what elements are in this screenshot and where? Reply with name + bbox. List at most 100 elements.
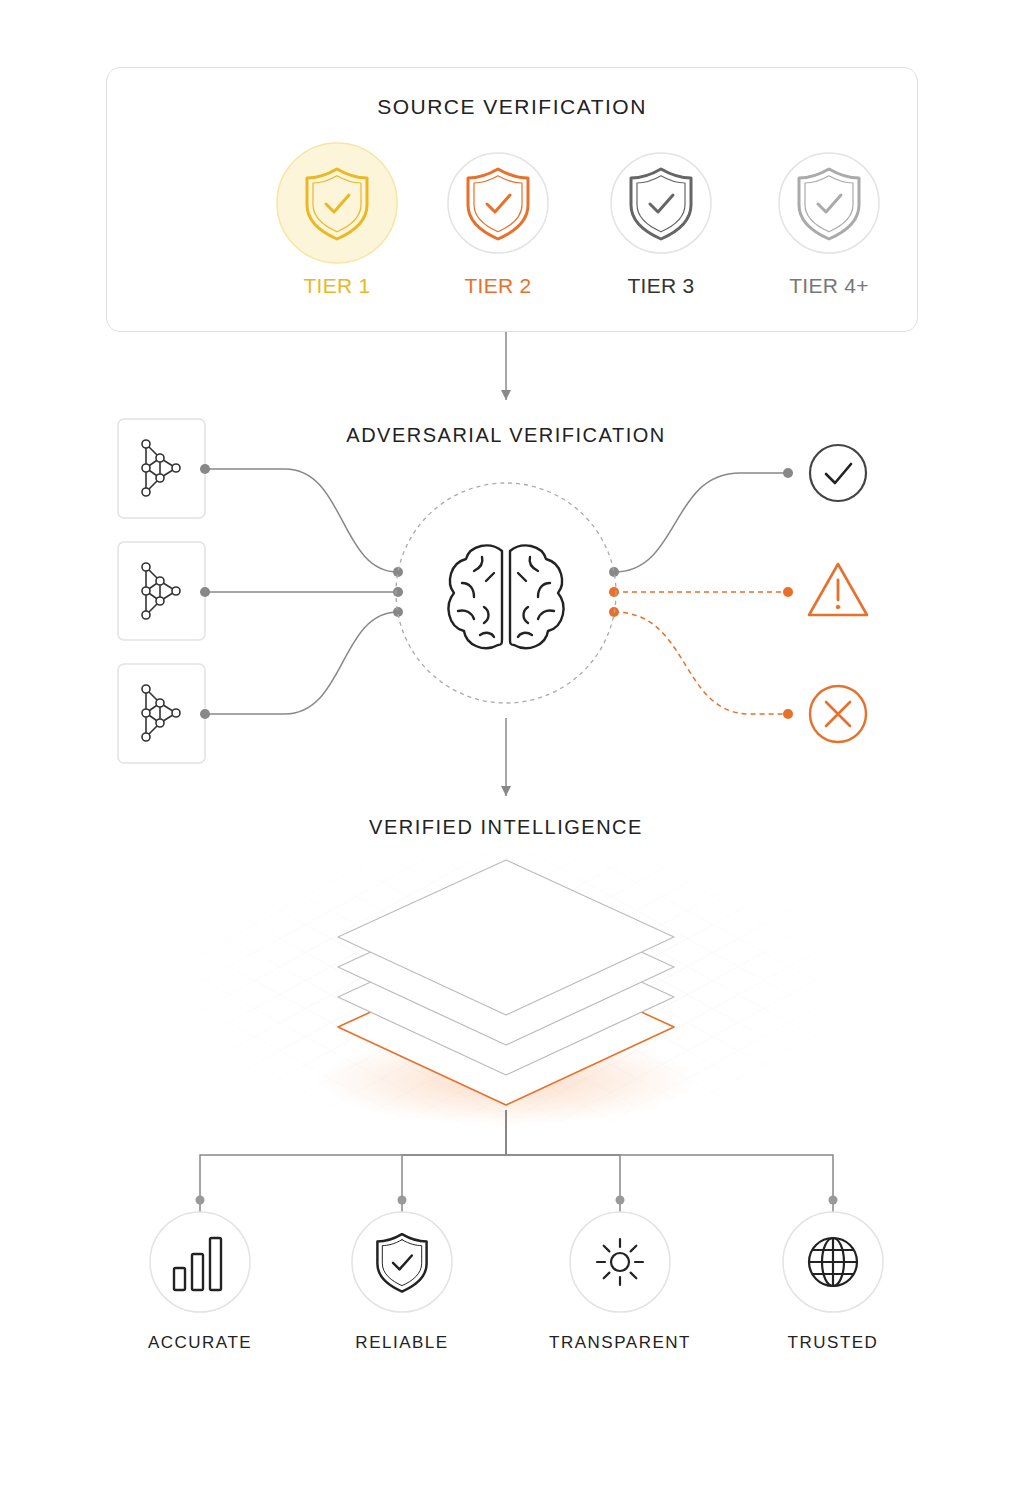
- node-art: [275, 141, 399, 267]
- verifier-wires: [614, 591, 788, 593]
- node-art: [474, 176, 522, 232]
- verifier-wires: [614, 612, 788, 714]
- node-art: [352, 1212, 452, 1312]
- node-art: [174, 1238, 221, 1290]
- verifier-wires: [205, 469, 788, 714]
- verifier-circle: [510, 545, 563, 648]
- node-label: RELIABLE: [355, 1333, 448, 1353]
- branch-dot: [196, 1196, 205, 1205]
- layer-stack: [330, 796, 682, 1110]
- tier-node: TIER 4+: [777, 151, 881, 303]
- outcome-icons: [810, 445, 866, 501]
- node-art: [337, 1212, 467, 1316]
- node-art: [619, 1277, 621, 1285]
- model-boxes: [142, 685, 180, 741]
- circle-node: ACCURATE: [135, 1212, 265, 1360]
- node-art: [192, 1254, 203, 1290]
- node-art: [611, 1253, 629, 1271]
- node-art: [611, 153, 711, 253]
- node-art: [604, 1273, 610, 1279]
- verifier-wires: [614, 473, 788, 572]
- outcome-icons: [809, 564, 867, 615]
- verifier-circle: [518, 557, 554, 637]
- wire-dots: [783, 709, 793, 719]
- node-art: [799, 169, 859, 239]
- node-art: [818, 195, 841, 212]
- node-art: [307, 169, 367, 239]
- model-boxes: [142, 440, 180, 496]
- node-art: [174, 1268, 185, 1290]
- connector: [402, 1110, 506, 1212]
- node-art: [609, 151, 713, 257]
- connector: [506, 1110, 620, 1212]
- circle-node: TRUSTED: [768, 1212, 898, 1360]
- node-art: [809, 1261, 857, 1263]
- node-art: [812, 1273, 854, 1275]
- node-art: [277, 143, 397, 263]
- node-art: [631, 1273, 637, 1279]
- wire-dots: [200, 709, 210, 719]
- outcome-icons: [837, 580, 840, 600]
- tier-node: TIER 3: [609, 151, 713, 303]
- verifier-wires: [205, 469, 398, 572]
- node-label: TIER 1: [303, 274, 370, 298]
- verifier-circle: [510, 545, 563, 648]
- node-label: TIER 4+: [789, 274, 869, 298]
- node-art: [637, 176, 685, 232]
- verifier-circle: [346, 400, 666, 718]
- branch-dot: [398, 1196, 407, 1205]
- node-art: [809, 1238, 857, 1286]
- wire-dots: [609, 587, 619, 597]
- node-art: [631, 169, 691, 239]
- connector: [505, 332, 507, 400]
- node-art: [783, 1212, 883, 1312]
- tier-node: TIER 2: [446, 151, 550, 303]
- node-label: SOURCE VERIFICATION: [377, 95, 647, 119]
- node-art: [597, 1239, 643, 1285]
- branch-dot: [829, 1196, 838, 1205]
- node-art: [635, 1261, 643, 1263]
- tier-node: TIER 1: [275, 141, 399, 303]
- wire-dots: [200, 464, 210, 474]
- node-art: [809, 1238, 857, 1286]
- node-art: [805, 176, 853, 232]
- node-label: TIER 2: [464, 274, 531, 298]
- node-art: [812, 1249, 854, 1251]
- model-boxes: [118, 542, 205, 640]
- node-art: [210, 1238, 221, 1290]
- connector: [505, 718, 507, 796]
- model-boxes: [118, 419, 205, 518]
- verifier-circle: [449, 545, 502, 648]
- node-art: [779, 153, 879, 253]
- node-art: [631, 169, 691, 239]
- node-label: TIER 3: [627, 274, 694, 298]
- node-art: [377, 1234, 426, 1291]
- outcome-icons: [809, 445, 867, 742]
- verifier-circle: [458, 557, 494, 637]
- circle-node: RELIABLE: [337, 1212, 467, 1360]
- node-art: [777, 151, 881, 257]
- node-art: [377, 1234, 426, 1291]
- node-art: [650, 195, 673, 212]
- node-art: [307, 169, 367, 239]
- node-art: [150, 1212, 250, 1312]
- verifier-circle: [449, 545, 564, 648]
- outcome-icons: [826, 464, 851, 483]
- node-art: [809, 1238, 857, 1286]
- node-art: [799, 169, 859, 239]
- node-label: TRUSTED: [788, 1333, 879, 1353]
- node-art: [393, 1255, 412, 1269]
- outcome-icons: [810, 686, 866, 742]
- node-art: [174, 1238, 221, 1290]
- node-art: [446, 151, 550, 257]
- node-art: [468, 169, 528, 239]
- node-art: [631, 169, 691, 239]
- node-art: [631, 1246, 637, 1252]
- wire-dots: [200, 587, 210, 597]
- outcome-icons: [826, 702, 850, 726]
- node-art: [377, 1234, 426, 1291]
- panel: SOURCE VERIFICATION TIER 1 TIER 2 TIER 3 TIE…: [106, 67, 918, 332]
- node-art: [597, 1239, 643, 1285]
- node-label: TRANSPARENT: [549, 1333, 691, 1353]
